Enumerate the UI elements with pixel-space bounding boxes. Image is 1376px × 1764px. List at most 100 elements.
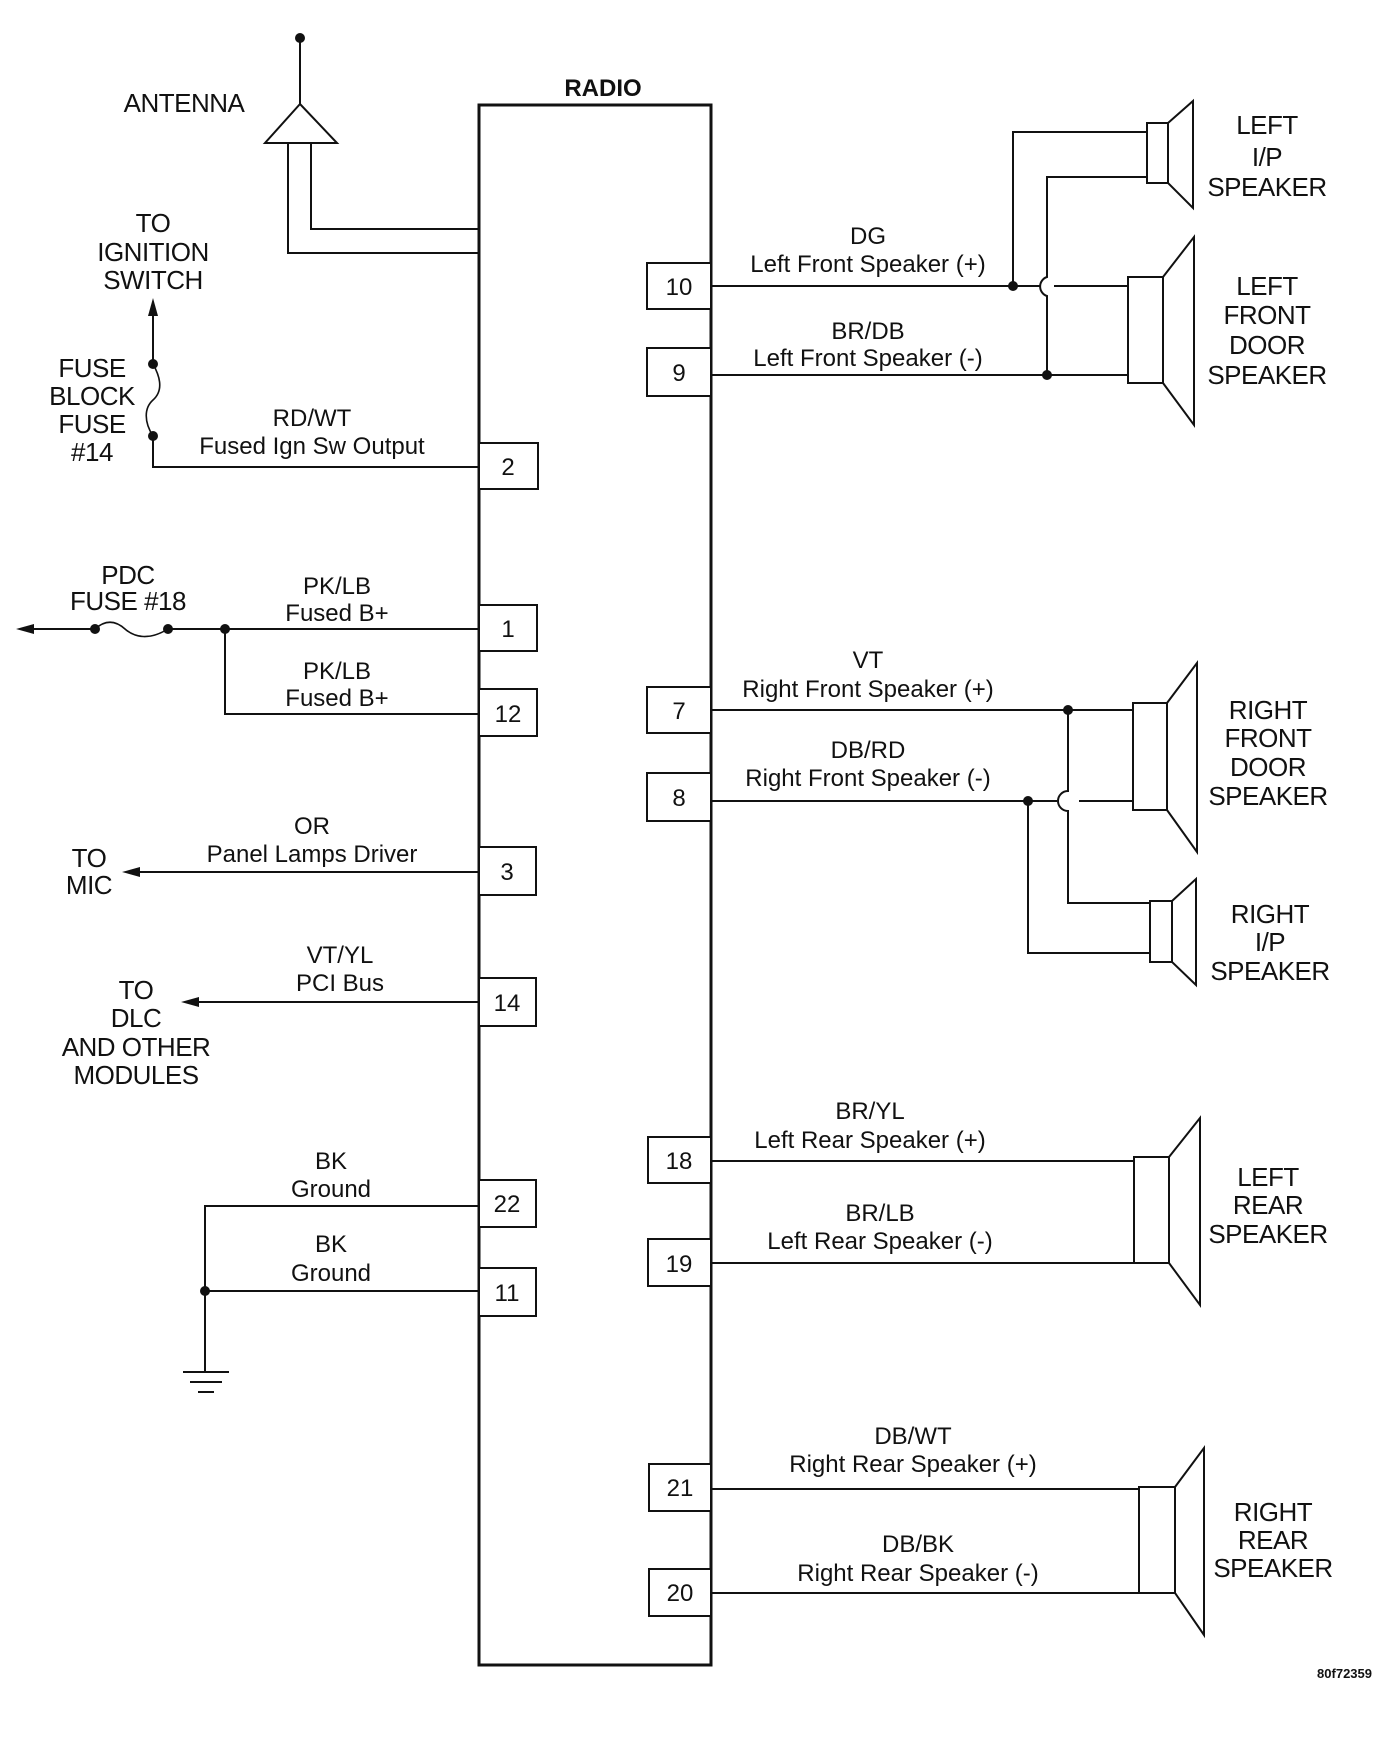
speaker-label-line: SPEAKER	[1207, 172, 1326, 202]
wire-left-ip-minus	[1039, 176, 1147, 375]
speaker-label-line: SPEAKER	[1210, 956, 1329, 986]
ignition-label-line: TO	[136, 208, 171, 238]
pin-number: 21	[667, 1475, 694, 1502]
pin-box	[478, 1267, 537, 1317]
speaker-label-line: LEFT	[1237, 1162, 1299, 1192]
wire-color-label: PK/LB	[303, 573, 371, 600]
ignition-label-line: SWITCH	[103, 265, 203, 295]
wire-color-label: BK	[315, 1231, 347, 1258]
wire-desc-label: Right Rear Speaker (+)	[789, 1451, 1036, 1478]
speaker-label-line: LEFT	[1236, 271, 1298, 301]
antenna-label: ANTENNA	[124, 88, 246, 118]
speaker-label-line: REAR	[1233, 1190, 1303, 1220]
antenna-icon	[262, 102, 340, 144]
speaker-label-line: REAR	[1238, 1525, 1308, 1555]
wire-desc-label: Panel Lamps Driver	[207, 841, 418, 868]
wire-desc-label: Fused B+	[285, 600, 388, 627]
speaker-icon	[1149, 876, 1197, 988]
speaker-label-line: DOOR	[1230, 752, 1306, 782]
wire-color-label: DB/WT	[874, 1423, 952, 1450]
pin-number: 14	[494, 990, 521, 1017]
panel-lamps-circuit: TO MIC OR Panel Lamps Driver 3	[66, 813, 537, 900]
wire-right-ip-minus	[1027, 801, 1150, 954]
wire-desc-label: Right Front Speaker (-)	[745, 765, 990, 792]
wire-color-label: BR/DB	[831, 318, 904, 345]
wire-desc-label: Ground	[291, 1176, 371, 1203]
wire-desc-label: PCI Bus	[296, 970, 384, 997]
arrow-left-icon	[122, 867, 140, 877]
speaker-icon	[1127, 234, 1195, 429]
pin-box	[648, 1463, 712, 1512]
speaker-label-line: DOOR	[1229, 330, 1305, 360]
battery-circuit: PDC FUSE #18 PK/LB Fused B+ 1 PK/LB Fuse…	[16, 560, 538, 737]
speaker-label-line: SPEAKER	[1208, 1219, 1327, 1249]
antenna-cable-outer	[287, 143, 479, 254]
pin-box	[478, 442, 539, 490]
fuse-block-label-line: #14	[71, 437, 113, 467]
speaker-icon	[1132, 660, 1198, 856]
wire-color-label: BR/LB	[845, 1200, 914, 1227]
speaker-left-ip: LEFT I/P SPEAKER	[1146, 98, 1327, 211]
wire-desc-label: Left Rear Speaker (-)	[767, 1228, 992, 1255]
left-rear-circuit: BR/YL Left Rear Speaker (+) 18 BR/LB Lef…	[647, 1098, 1134, 1287]
wire-desc-label: Fused Ign Sw Output	[199, 433, 425, 460]
speaker-left-rear: LEFT REAR SPEAKER	[1133, 1115, 1328, 1309]
pdc-fuse-label-line: FUSE #18	[70, 586, 186, 616]
wire-color-label: RD/WT	[273, 405, 352, 432]
wire-color-label: DB/RD	[831, 737, 906, 764]
wire-desc-label: Left Front Speaker (+)	[750, 251, 985, 278]
pin-number: 11	[495, 1280, 520, 1307]
wire-right-ip-plus	[1057, 710, 1150, 904]
to-mic-label-line: MIC	[66, 870, 112, 900]
figure-id: 80f72359	[1317, 1666, 1372, 1681]
speaker-label-line: RIGHT	[1229, 695, 1308, 725]
speaker-label-line: I/P	[1255, 927, 1285, 957]
wire-desc-label: Right Rear Speaker (-)	[797, 1560, 1038, 1587]
pin-box	[646, 347, 712, 397]
pin-number: 3	[500, 859, 513, 886]
speaker-label-line: LEFT	[1236, 110, 1298, 140]
pin-box	[478, 1179, 537, 1228]
ground-circuit: BK Ground 22 BK Ground 11	[183, 1148, 537, 1393]
wire-color-label: BK	[315, 1148, 347, 1175]
pin-number: 19	[666, 1251, 693, 1278]
speaker-icon	[1146, 98, 1194, 211]
pci-bus-circuit: TO DLC AND OTHER MODULES VT/YL PCI Bus 1…	[62, 942, 537, 1090]
pin-number: 18	[666, 1148, 693, 1175]
speaker-right-rear: RIGHT REAR SPEAKER	[1138, 1444, 1333, 1639]
pin-box	[646, 262, 712, 310]
wire-color-label: VT/YL	[307, 942, 374, 969]
pin-box	[478, 604, 538, 652]
wire-color-label: BR/YL	[835, 1098, 904, 1125]
pin-box	[478, 688, 538, 737]
wire-color-label: OR	[294, 813, 330, 840]
pin-number: 22	[494, 1191, 521, 1218]
antenna-tip-dot	[295, 33, 305, 43]
arrow-left-icon	[181, 997, 199, 1007]
wire-pin-12	[224, 629, 479, 715]
pin-number: 20	[667, 1580, 694, 1607]
speaker-label-line: SPEAKER	[1207, 360, 1326, 390]
right-front-circuit: VT Right Front Speaker (+) 7 DB/RD Right…	[646, 647, 1150, 954]
antenna: ANTENNA	[124, 33, 479, 254]
wire-desc-label: Left Front Speaker (-)	[753, 345, 982, 372]
speaker-right-ip: RIGHT I/P SPEAKER	[1149, 876, 1330, 988]
to-dlc-label-line: AND OTHER	[62, 1032, 211, 1062]
splice-dot	[200, 1286, 210, 1296]
pin-number: 9	[672, 360, 685, 387]
pin-number: 7	[672, 698, 685, 725]
antenna-cable-inner	[310, 143, 479, 230]
speaker-label-line: RIGHT	[1231, 899, 1310, 929]
radio-title: RADIO	[564, 75, 641, 102]
speaker-label-line: FRONT	[1223, 300, 1311, 330]
fuse-block-label-line: BLOCK	[49, 381, 136, 411]
pin-number: 8	[672, 785, 685, 812]
speaker-right-front-door: RIGHT FRONT DOOR SPEAKER	[1132, 660, 1328, 856]
wire-color-label: DG	[850, 223, 886, 250]
speaker-label-line: RIGHT	[1234, 1497, 1313, 1527]
speaker-label-line: SPEAKER	[1213, 1553, 1332, 1583]
speaker-label-line: FRONT	[1224, 723, 1312, 753]
fuse-block-label-line: FUSE	[58, 353, 126, 383]
pin-box	[647, 1238, 712, 1287]
